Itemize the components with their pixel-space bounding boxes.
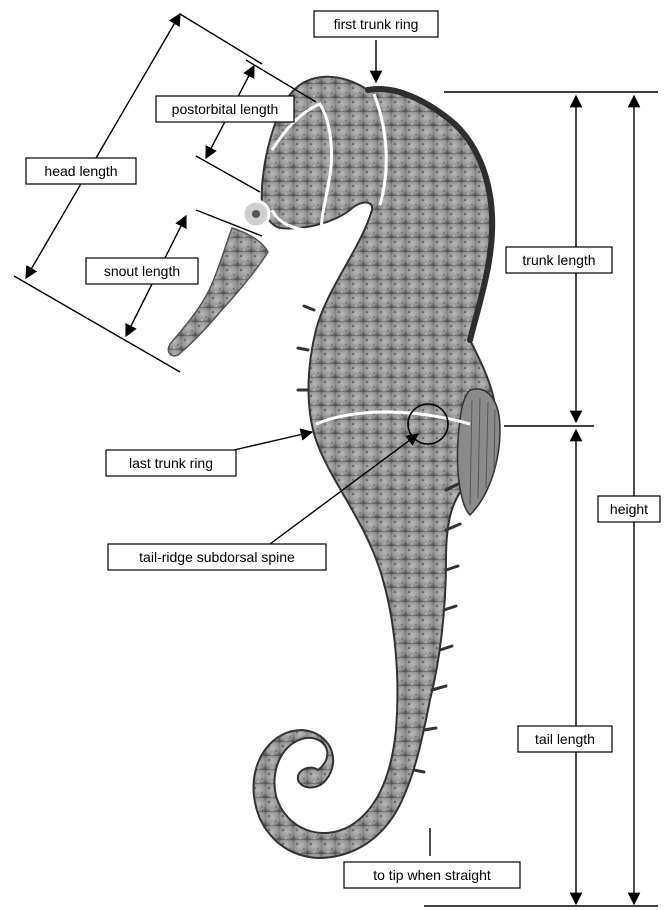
label-tail-length: tail length [518,726,612,752]
svg-text:trunk length: trunk length [522,252,595,268]
label-to-tip-when-straight: to tip when straight [344,862,520,888]
svg-text:height: height [610,501,648,517]
label-tail-ridge-subdorsal-spine: tail-ridge subdorsal spine [108,544,326,570]
svg-text:to tip when straight: to tip when straight [373,867,491,883]
svg-text:snout length: snout length [104,263,180,279]
svg-text:tail-ridge subdorsal spine: tail-ridge subdorsal spine [139,549,295,565]
svg-text:last trunk ring: last trunk ring [129,455,213,471]
label-trunk-length: trunk length [506,247,612,273]
svg-text:tail length: tail length [535,731,595,747]
label-last-trunk-ring: last trunk ring [106,450,236,476]
label-first-trunk-ring: first trunk ring [314,11,438,37]
svg-text:postorbital length: postorbital length [172,101,279,117]
label-postorbital-length: postorbital length [156,96,294,122]
label-head-length: head length [26,158,136,184]
svg-text:head length: head length [44,163,117,179]
svg-text:first trunk ring: first trunk ring [334,16,419,32]
snout [168,228,268,356]
label-snout-length: snout length [86,258,198,284]
label-height: height [598,496,660,522]
